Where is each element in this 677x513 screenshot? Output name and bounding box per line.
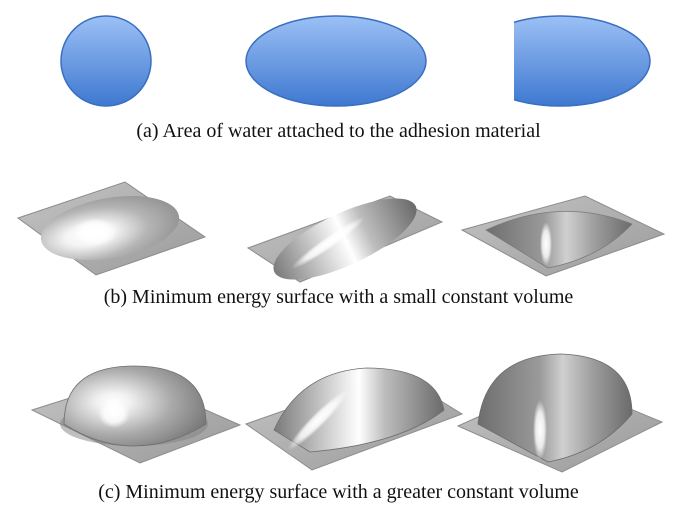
small-volume-ellipse-drop (246, 195, 444, 283)
water-circle (60, 15, 152, 107)
large-volume-truncated-drop (456, 353, 664, 473)
large-volume-ellipse-drop (244, 367, 464, 471)
caption-b: (b) Minimum energy surface with a small … (103, 286, 574, 308)
water-ellipse (245, 15, 427, 107)
small-volume-circle-drop (16, 181, 207, 276)
row-b-surfaces (16, 181, 666, 283)
row-a-areas (60, 15, 651, 107)
caption-a: (a) Area of water attached to the adhesi… (136, 120, 541, 142)
caption-c: (c) Minimum energy surface with a greate… (98, 481, 579, 503)
small-volume-truncated-drop (460, 195, 666, 277)
water-truncated-ellipse (514, 15, 651, 107)
row-c-surfaces (30, 353, 664, 473)
large-volume-circle-drop (30, 365, 242, 464)
